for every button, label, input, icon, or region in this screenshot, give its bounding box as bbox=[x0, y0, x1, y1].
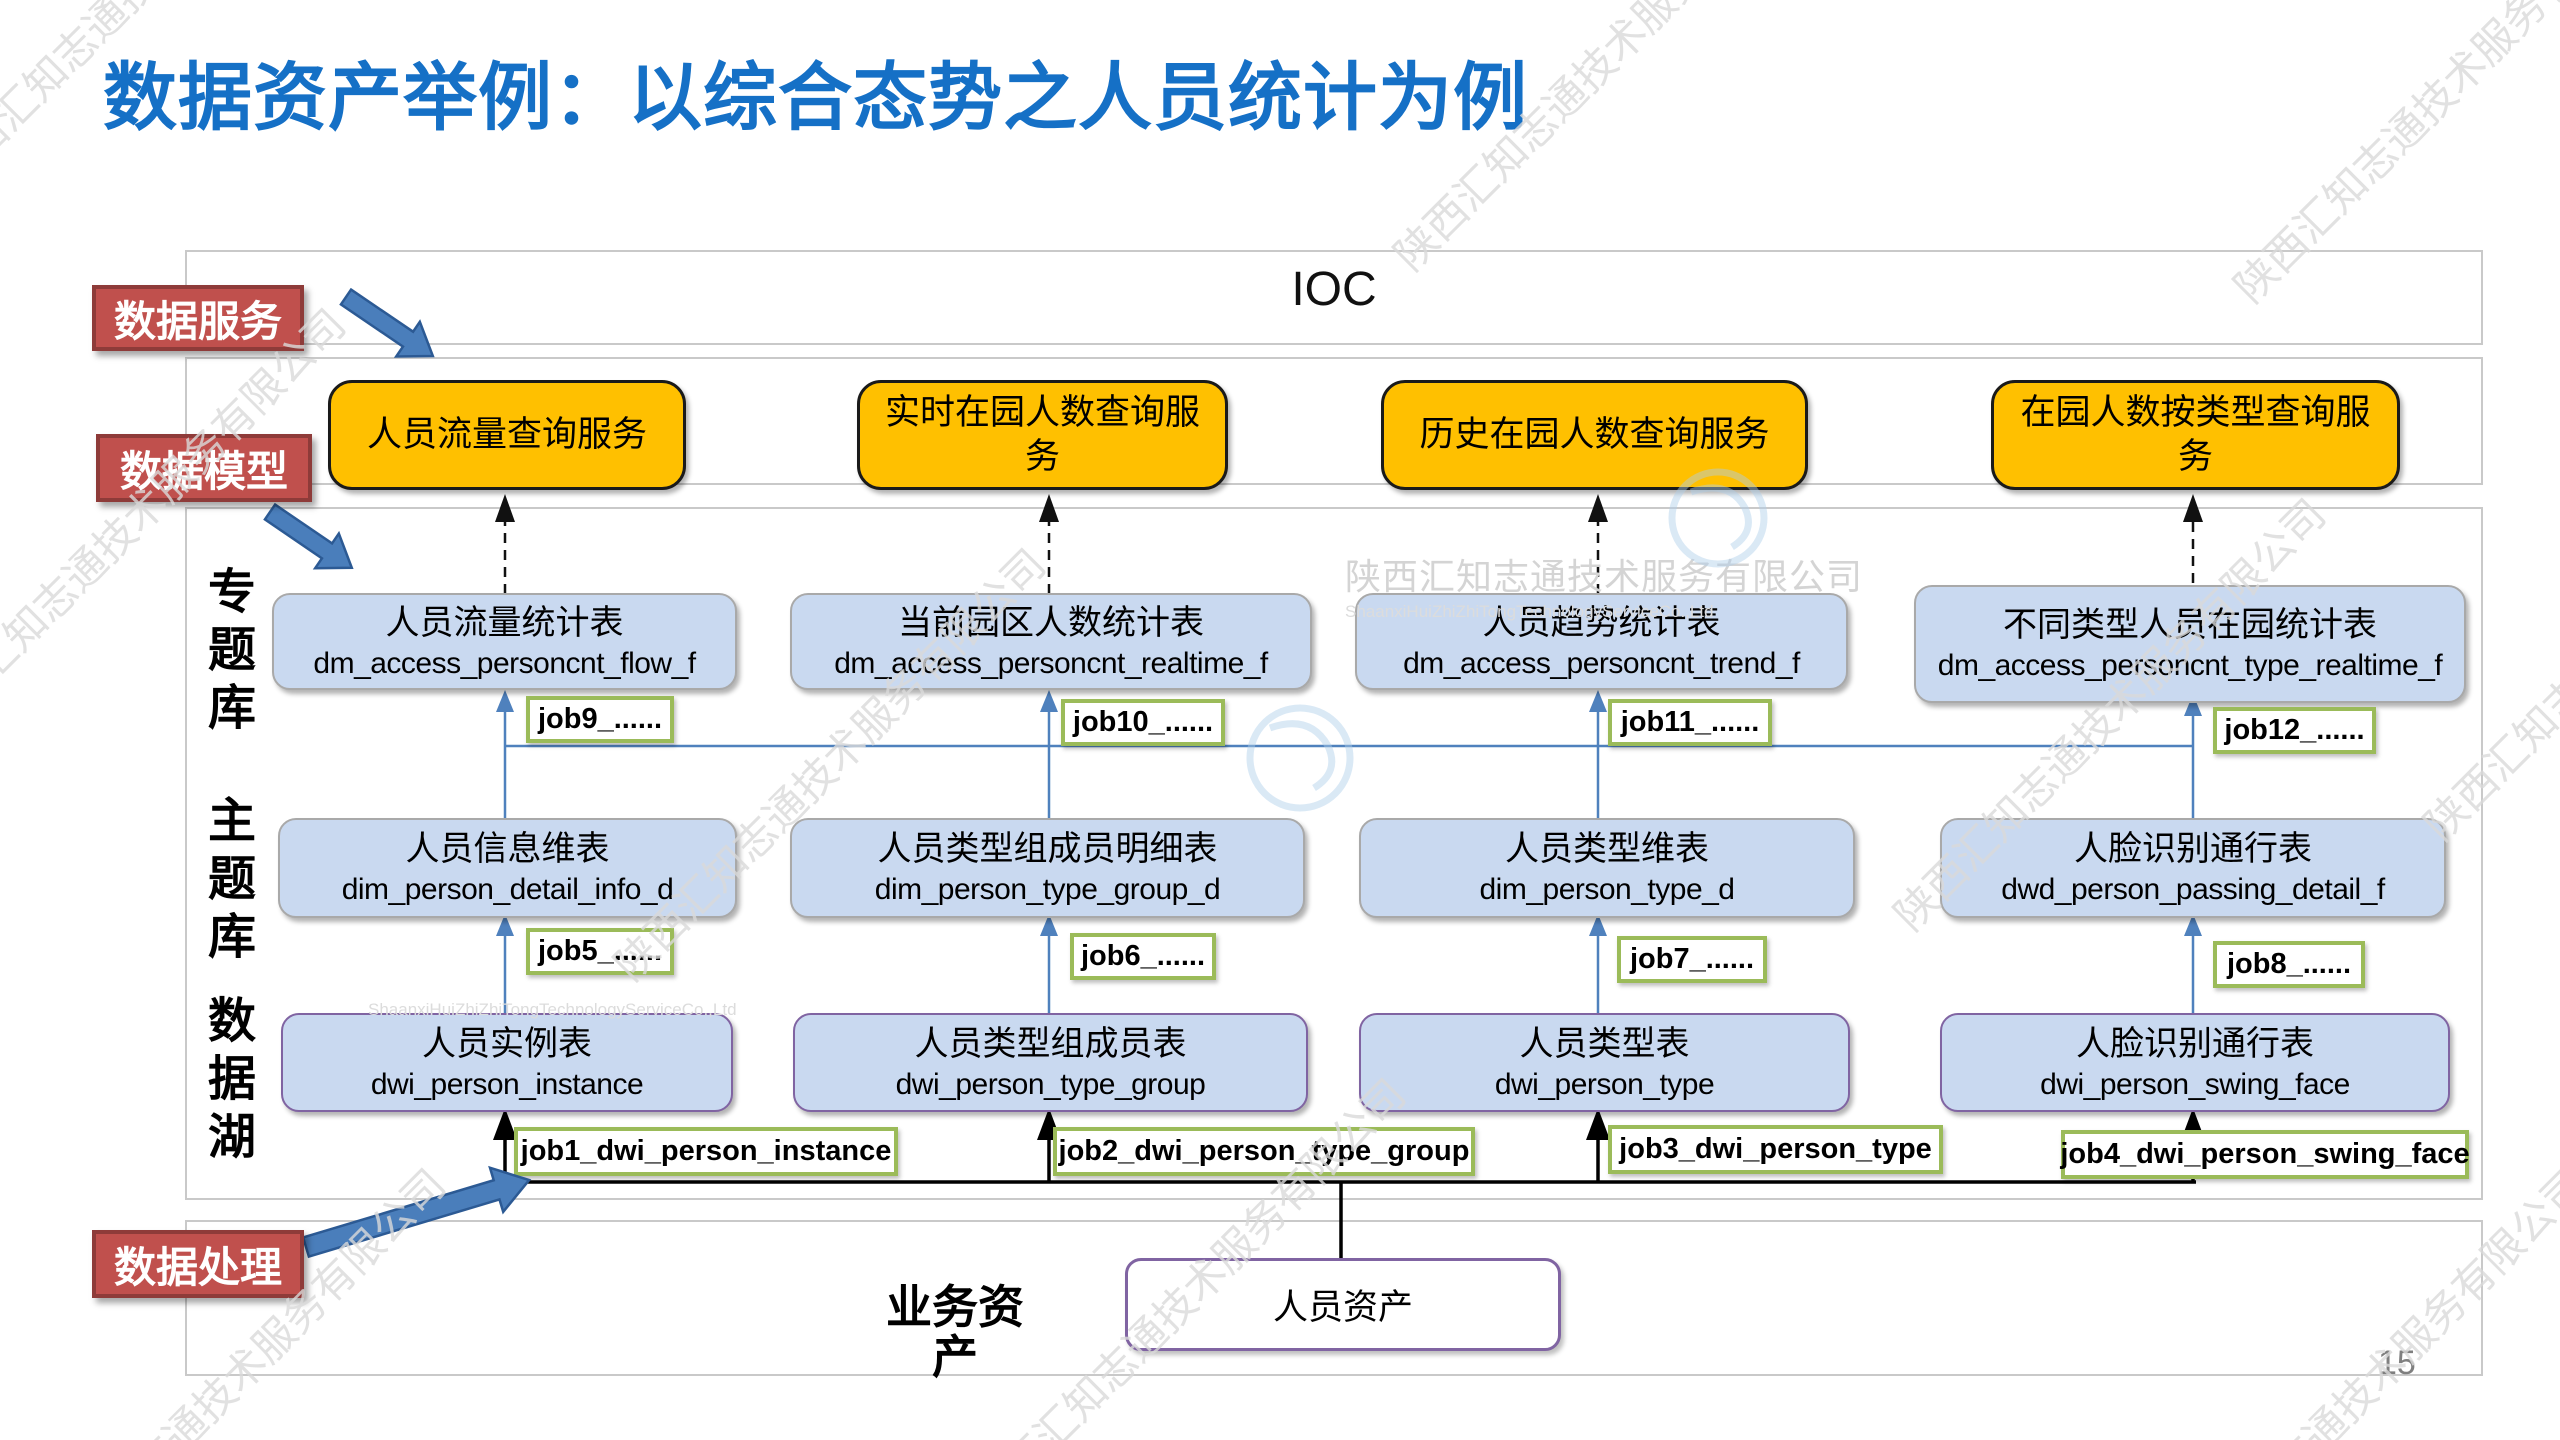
table-code: dwi_person_type bbox=[1494, 1067, 1715, 1101]
blue-arrowheads-row2 bbox=[496, 914, 2202, 936]
arrow-data-model-icon bbox=[263, 502, 354, 570]
page-title: 数据资产举例：以综合态势之人员统计为例 bbox=[103, 56, 1528, 139]
service-box: 人员流量查询服务 bbox=[328, 380, 686, 490]
label-data-model: 数据模型 bbox=[96, 434, 312, 502]
arrow-data-service-icon bbox=[339, 287, 435, 358]
ioc-label: IOC bbox=[1291, 263, 1377, 316]
blue-flow-row2 bbox=[503, 930, 2195, 1013]
job-box: job7_...... bbox=[1617, 936, 1767, 983]
blue-arrowheads-row1 bbox=[496, 690, 2202, 716]
job-box: job9_...... bbox=[526, 696, 674, 743]
job-box: job12_...... bbox=[2213, 707, 2376, 754]
job-box: job6_...... bbox=[1070, 933, 1216, 980]
table-box: 人员类型维表 dim_person_type_d bbox=[1359, 818, 1855, 918]
table-name: 人员趋势统计表 bbox=[1482, 603, 1721, 642]
table-box: 人员类型表 dwi_person_type bbox=[1359, 1013, 1850, 1112]
job-box: job11_...... bbox=[1608, 699, 1772, 746]
table-box: 人员类型组成员明细表 dim_person_type_group_d bbox=[790, 818, 1305, 918]
table-code: dim_person_type_d bbox=[1479, 873, 1735, 907]
table-code: dim_person_type_group_d bbox=[874, 873, 1221, 907]
dashed-arrows bbox=[503, 520, 2195, 600]
table-name: 人脸识别通行表 bbox=[2074, 830, 2312, 869]
table-box: 人员实例表 dwi_person_instance bbox=[281, 1013, 733, 1112]
table-name: 人员信息维表 bbox=[405, 830, 610, 869]
table-name: 人员类型组成员表 bbox=[914, 1024, 1187, 1063]
table-code: dim_person_detail_info_d bbox=[341, 873, 674, 907]
table-code: dwi_person_swing_face bbox=[2040, 1067, 2350, 1101]
table-box: 人员类型组成员表 dwi_person_type_group bbox=[793, 1013, 1308, 1112]
table-name: 人脸识别通行表 bbox=[2076, 1024, 2314, 1063]
table-code: dm_access_personcnt_realtime_f bbox=[834, 646, 1268, 680]
table-box: 人员流量统计表 dm_access_personcnt_flow_f bbox=[272, 593, 737, 690]
label-data-service: 数据服务 bbox=[92, 285, 304, 351]
layer-label-subject: 主题库 bbox=[200, 795, 253, 969]
arrow-data-processing-icon bbox=[301, 1165, 532, 1259]
table-box: 人员信息维表 dim_person_detail_info_d bbox=[278, 818, 737, 918]
service-box: 实时在园人数查询服务 bbox=[857, 380, 1228, 490]
job-box: job5_...... bbox=[526, 928, 674, 975]
table-name: 人员类型表 bbox=[1519, 1024, 1690, 1063]
job-box: job1_dwi_person_instance bbox=[514, 1127, 898, 1176]
business-asset-box: 人员资产 bbox=[1125, 1258, 1561, 1351]
layer-label-lake: 数据湖 bbox=[200, 995, 253, 1169]
job-box: job10_...... bbox=[1061, 699, 1225, 746]
blue-flow-row1 bbox=[503, 706, 2195, 818]
job-box: job8_...... bbox=[2213, 941, 2365, 988]
service-box: 在园人数按类型查询服务 bbox=[1991, 380, 2400, 490]
label-data-processing: 数据处理 bbox=[92, 1230, 304, 1298]
table-name: 不同类型人员在园统计表 bbox=[2003, 606, 2377, 645]
table-name: 人员类型维表 bbox=[1505, 830, 1709, 869]
table-box: 不同类型人员在园统计表 dm_access_personcnt_type_rea… bbox=[1914, 585, 2466, 703]
ioc-band bbox=[185, 250, 2483, 345]
page-number: 15 bbox=[2378, 1344, 2416, 1382]
table-name: 当前园区人数统计表 bbox=[898, 603, 1204, 642]
layer-label-business: 业务资产 bbox=[886, 1281, 1024, 1383]
table-box: 人员趋势统计表 dm_access_personcnt_trend_f bbox=[1355, 593, 1848, 690]
layer-label-thematic: 专题库 bbox=[200, 566, 253, 740]
table-box: 人脸识别通行表 dwi_person_swing_face bbox=[1940, 1013, 2450, 1112]
table-code: dm_access_personcnt_flow_f bbox=[313, 646, 696, 680]
table-code: dm_access_personcnt_type_realtime_f bbox=[1937, 649, 2443, 683]
table-code: dwd_person_passing_detail_f bbox=[2001, 873, 2385, 907]
job-box: job2_dwi_person_type_group bbox=[1053, 1127, 1475, 1176]
table-code: dwi_person_type_group bbox=[895, 1067, 1206, 1101]
table-name: 人员流量统计表 bbox=[385, 603, 624, 642]
table-box: 人脸识别通行表 dwd_person_passing_detail_f bbox=[1940, 818, 2446, 918]
job-box: job4_dwi_person_swing_face bbox=[2060, 1130, 2470, 1179]
table-name: 人员类型组成员明细表 bbox=[877, 830, 1218, 869]
dashed-arrowheads bbox=[495, 494, 2203, 522]
table-name: 人员实例表 bbox=[422, 1024, 592, 1063]
service-box: 历史在园人数查询服务 bbox=[1381, 380, 1808, 490]
table-code: dm_access_personcnt_trend_f bbox=[1403, 646, 1800, 680]
job-box: job3_dwi_person_type bbox=[1608, 1125, 1943, 1174]
table-code: dwi_person_instance bbox=[370, 1067, 644, 1101]
table-box: 当前园区人数统计表 dm_access_personcnt_realtime_f bbox=[790, 593, 1312, 690]
